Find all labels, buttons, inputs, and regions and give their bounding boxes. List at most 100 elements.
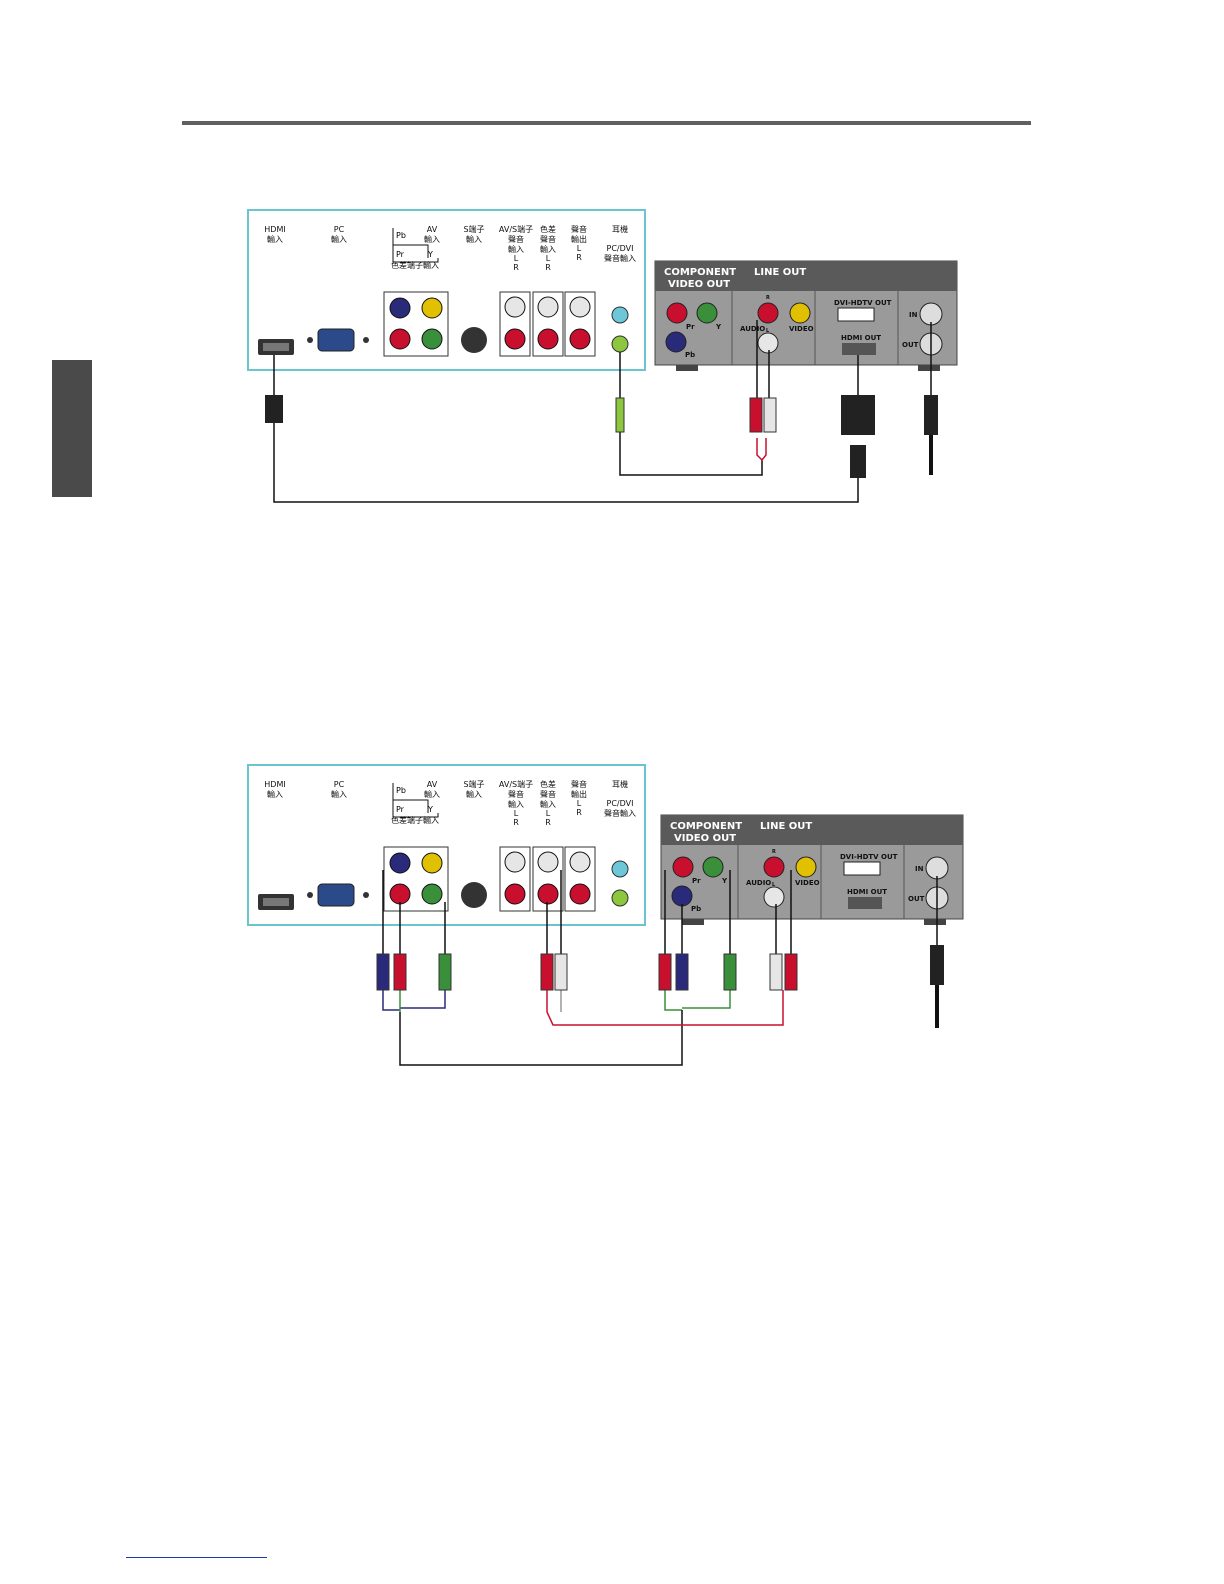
component-connection-svg: HDMI 輸入 PC 輸入 AV 輸入 色差端子輸入 S端子 輸入 AV/S端子…	[247, 764, 964, 1066]
component-bracket: Pb Pr Y	[392, 783, 439, 818]
plug-src-audio-r	[784, 953, 798, 991]
headphone-jack	[611, 306, 629, 324]
av-s-audio-r-jack	[504, 883, 526, 905]
audio-r-label: R	[772, 849, 776, 855]
rf-in-jack	[919, 302, 943, 326]
comp-audio-label: 色差	[540, 779, 556, 789]
source-audio-r-jack	[757, 302, 779, 324]
plug-audio-r	[540, 953, 554, 991]
dvi-connection-svg: HDMI 輸入 PC 輸入 AV 輸入 色差端子輸入 S端子 輸入 AV/S端子…	[247, 209, 958, 503]
footer-link-rule	[126, 1557, 267, 1558]
source-audio-l-jack	[763, 886, 785, 908]
comp-pr-label: Pr	[396, 250, 405, 259]
comp-audio-label-2: 聲音	[540, 234, 556, 244]
comp-pb-label: Pb	[396, 231, 406, 240]
comp-audio-r: R	[545, 263, 551, 272]
pc-dvi-audio-jack	[611, 889, 629, 907]
rf-plug	[930, 945, 944, 985]
audio-r-label: R	[766, 295, 770, 301]
source-pb-jack	[665, 331, 687, 353]
audio-out-label-2: 輸出	[571, 789, 587, 799]
pc-vga-port	[317, 883, 355, 907]
component-video-out-label-2: VIDEO OUT	[674, 833, 736, 844]
pc-dvi-audio-label: PC/DVI	[607, 799, 634, 808]
plug-src-pb	[675, 953, 689, 991]
rf-out-label: OUT	[902, 341, 919, 349]
pc-label-sub: 輸入	[331, 789, 347, 799]
svideo-label-sub: 輸入	[466, 234, 482, 244]
audio-out-l-jack	[569, 296, 591, 318]
pc-label: PC	[334, 780, 345, 789]
pc-label-sub: 輸入	[331, 234, 347, 244]
pr-jack	[389, 328, 411, 350]
source-hdmi-port	[842, 343, 876, 355]
component-caption: 色差端子輸入	[391, 815, 439, 825]
dvi-ferrite	[850, 445, 866, 478]
source-pr-jack	[672, 856, 694, 878]
rca-red-plug	[749, 397, 763, 433]
y-jack	[421, 328, 443, 350]
av-video-jack	[421, 852, 443, 874]
pc-dvi-audio-label: PC/DVI	[607, 244, 634, 253]
hdmi-label: HDMI	[264, 780, 285, 789]
comp-audio-r-jack	[537, 328, 559, 350]
comp-audio-r: R	[545, 818, 551, 827]
connection-diagram-dvi: HDMI 輸入 PC 輸入 AV 輸入 色差端子輸入 S端子 輸入 AV/S端子…	[0, 205, 1224, 510]
component-video-out-label: COMPONENT	[664, 267, 736, 278]
source-y-label: Y	[721, 877, 728, 885]
hdmi-plug	[265, 395, 283, 423]
source-pr-label: Pr	[686, 323, 695, 331]
device-foot	[918, 365, 940, 371]
svideo-label-sub: 輸入	[466, 789, 482, 799]
audio-label: AUDIO	[740, 325, 765, 333]
plug-y	[438, 953, 452, 991]
audio-out-l: L	[577, 244, 582, 253]
audio-out-label: 聲音	[571, 779, 587, 789]
component-bundle-left	[382, 990, 446, 1011]
plug-src-y	[723, 953, 737, 991]
comp-audio-l-jack	[537, 851, 559, 873]
av-s-audio-r: R	[513, 263, 519, 272]
headphone-label: 耳機	[612, 224, 628, 234]
audio-out-r: R	[576, 808, 582, 817]
comp-y-label: Y	[427, 250, 433, 259]
av-label: AV	[427, 780, 438, 789]
plug-src-pr	[658, 953, 672, 991]
av-s-audio-label-2: 聲音	[508, 234, 524, 244]
hdmi-port-inner	[263, 343, 289, 351]
audio-stereo-cable	[619, 430, 763, 476]
rf-plug	[924, 395, 938, 435]
pc-label: PC	[334, 225, 345, 234]
component-bracket: Pb Pr Y	[392, 228, 439, 263]
pc-dvi-audio-jack	[611, 335, 629, 353]
line-out-label: LINE OUT	[760, 821, 812, 832]
audio-out-l: L	[577, 799, 582, 808]
rf-in-label: IN	[909, 311, 918, 319]
av-s-audio-label-2: 聲音	[508, 789, 524, 799]
pc-screw-left	[307, 337, 313, 343]
headphone-label: 耳機	[612, 779, 628, 789]
header-rule	[182, 121, 1031, 125]
device-foot	[676, 365, 698, 371]
audio-out-r-jack	[569, 883, 591, 905]
hdmi-label-sub: 輸入	[267, 234, 283, 244]
audio-out-r: R	[576, 253, 582, 262]
comp-audio-l-jack	[537, 296, 559, 318]
rf-out-label: OUT	[908, 895, 925, 903]
hdmi-out-label: HDMI OUT	[847, 888, 887, 896]
source-pb-jack	[671, 885, 693, 907]
av-s-audio-r-jack	[504, 328, 526, 350]
headphone-jack	[611, 860, 629, 878]
hdmi-out-label: HDMI OUT	[841, 334, 881, 342]
comp-audio-label-2: 聲音	[540, 789, 556, 799]
hdmi-port-inner	[263, 898, 289, 906]
audio-label: AUDIO	[746, 879, 771, 887]
av-label-sub: 輸入	[424, 789, 440, 799]
connection-diagram-component: HDMI 輸入 PC 輸入 AV 輸入 色差端子輸入 S端子 輸入 AV/S端子…	[0, 760, 1224, 1070]
source-video-jack	[795, 856, 817, 878]
comp-audio-r-jack	[537, 883, 559, 905]
pb-jack	[389, 852, 411, 874]
av-s-audio-l: L	[514, 254, 519, 263]
av-video-jack	[421, 297, 443, 319]
source-pb-label: Pb	[685, 351, 695, 359]
